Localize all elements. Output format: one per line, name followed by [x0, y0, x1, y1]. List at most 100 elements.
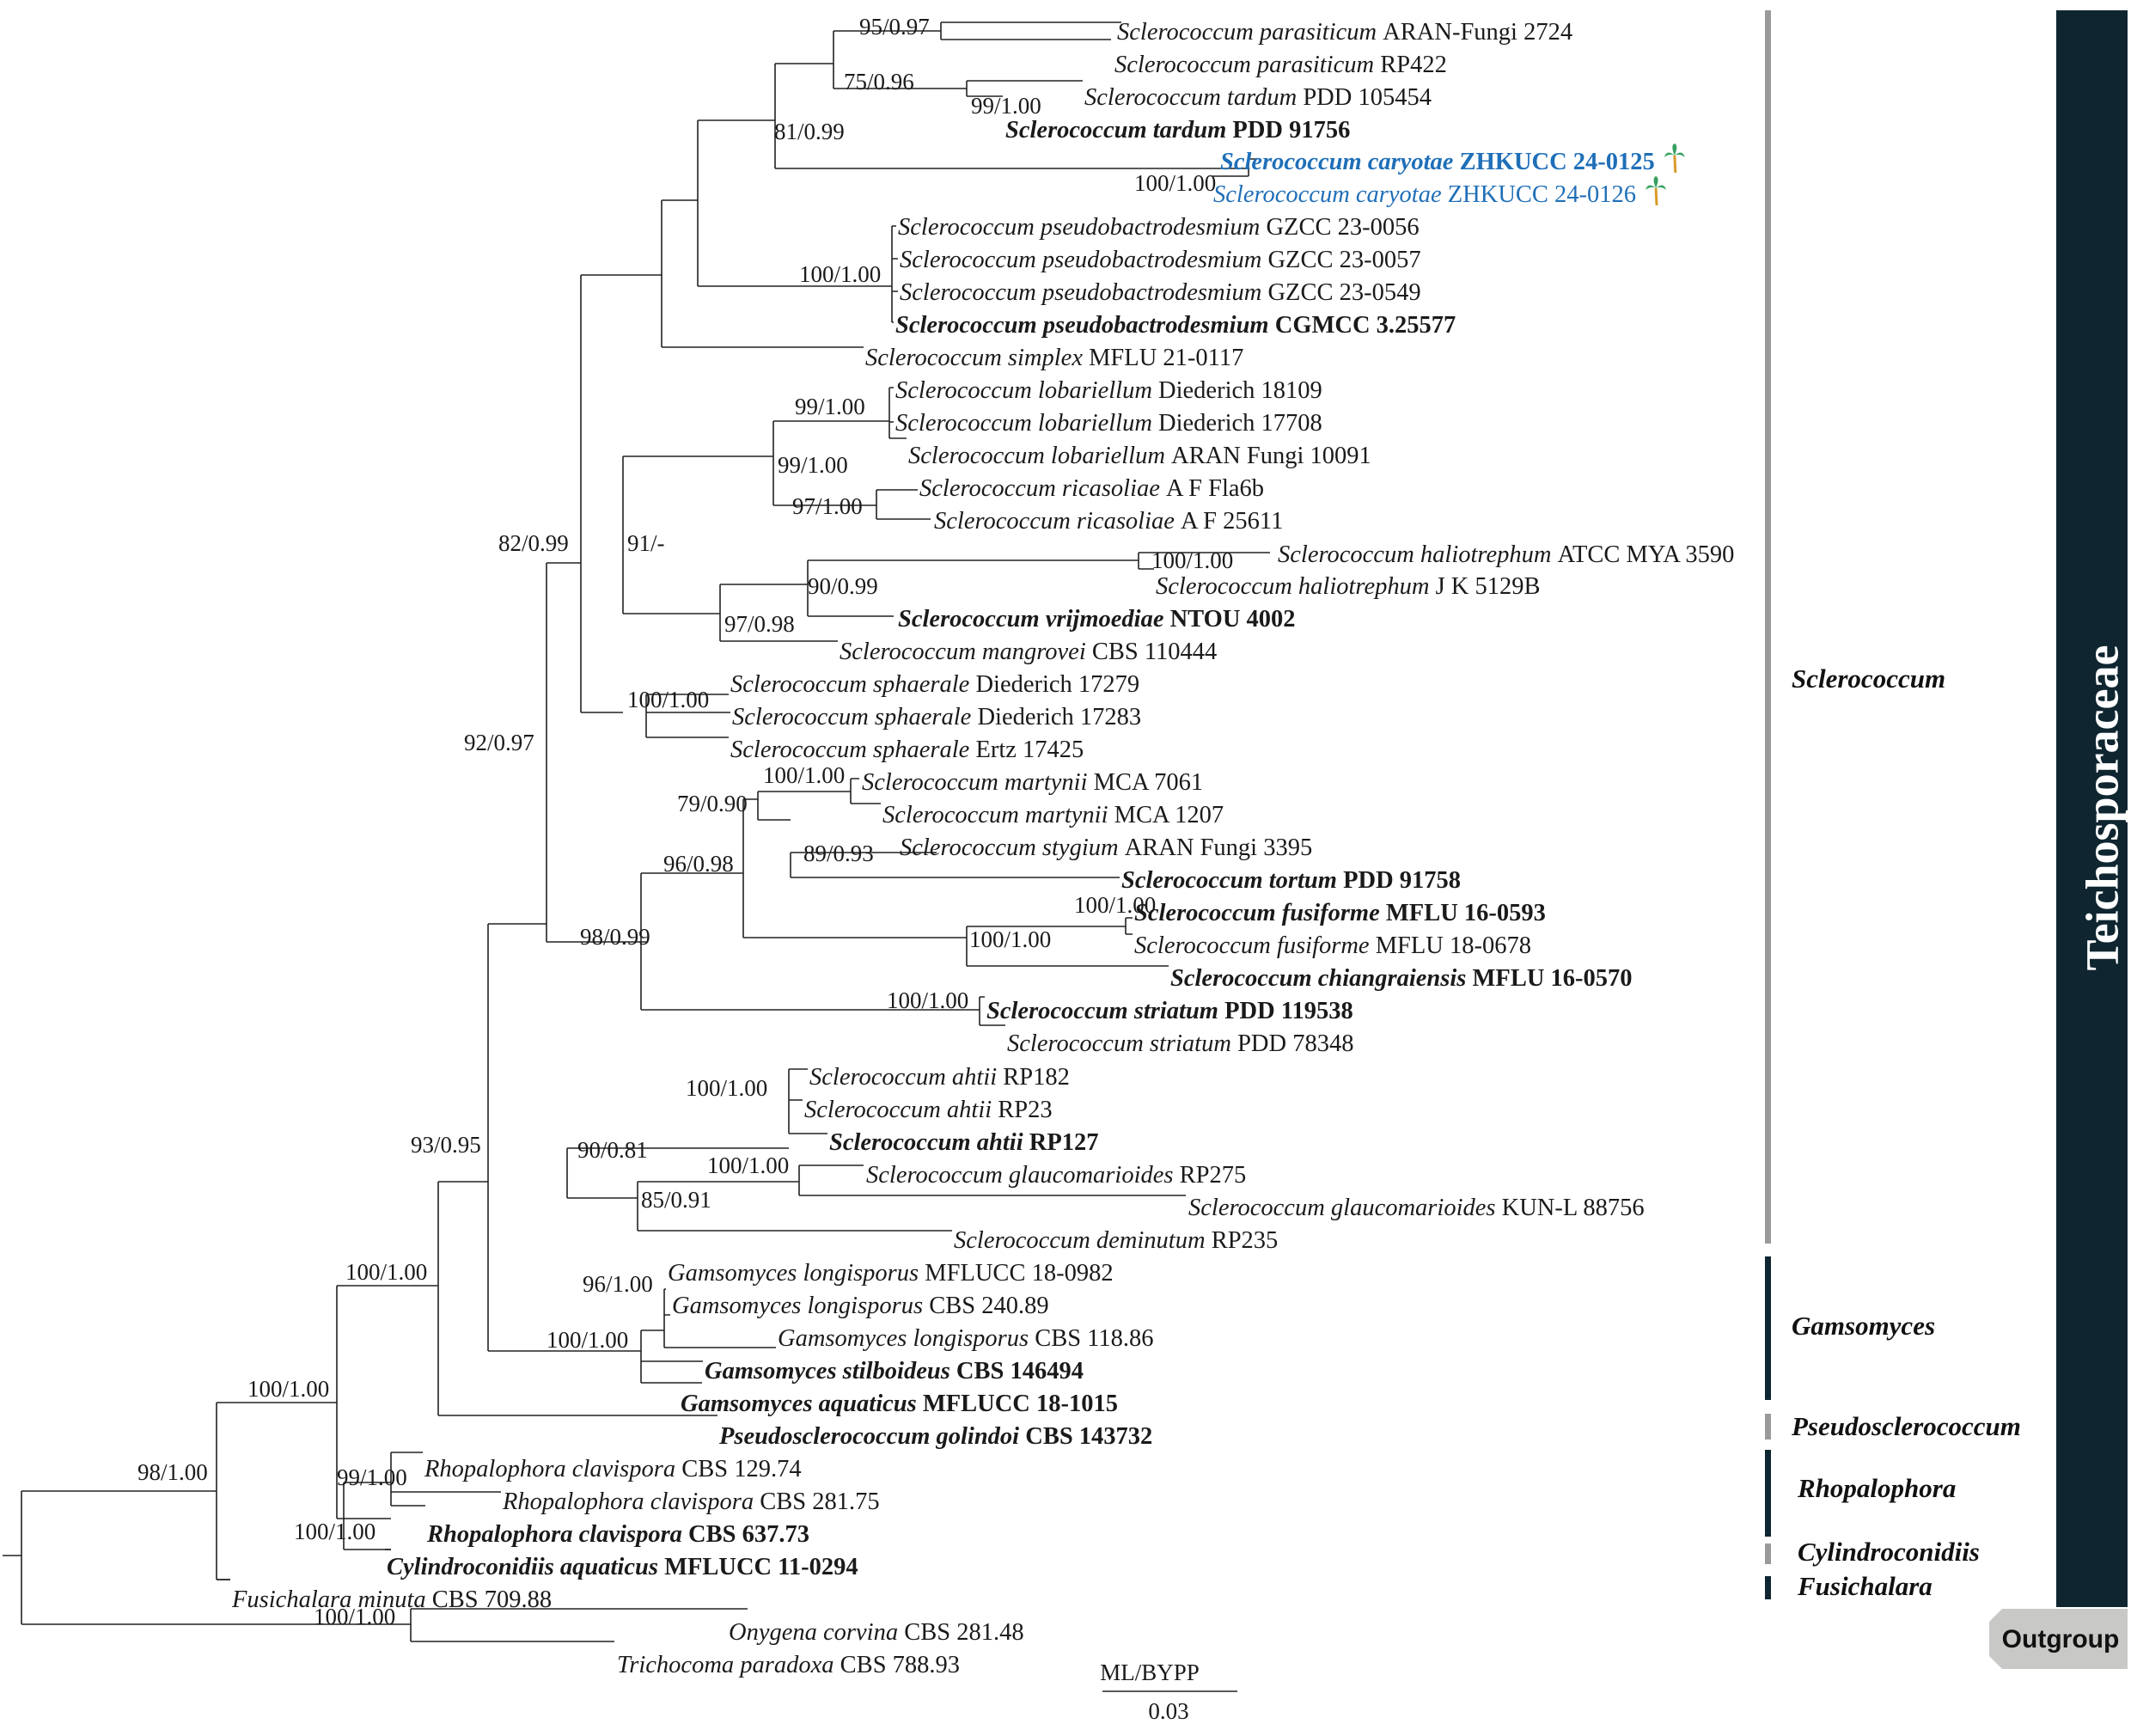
taxon-label: Sclerococcum lobariellum ARAN Fungi 1009…	[908, 443, 1371, 469]
palm-tree-icon	[1664, 144, 1685, 174]
leaf-labels: Sclerococcum parasiticum ARAN-Fungi 2724…	[231, 19, 1734, 1678]
clade-bar-pseudosclerococcum	[1765, 1414, 1771, 1440]
taxon-label: Rhopalophora clavispora CBS 637.73	[426, 1521, 809, 1548]
taxon-label: Sclerococcum tardum PDD 91756	[1005, 117, 1350, 144]
clade-bar-gamsomyces	[1765, 1256, 1771, 1400]
taxon-label: Sclerococcum vrijmoediae NTOU 4002	[898, 606, 1296, 633]
support-value: 82/0.99	[498, 530, 569, 556]
taxon-label: Sclerococcum haliotrephum J K 5129B	[1156, 573, 1541, 600]
strain-id: CBS 281.48	[904, 1619, 1023, 1646]
taxon-name: Sclerococcum stygium	[900, 834, 1125, 861]
taxon-name: Sclerococcum lobariellum	[908, 443, 1171, 469]
taxon-label: Sclerococcum sphaerale Diederich 17279	[730, 671, 1139, 698]
family-bar: Teichosporaceae	[2056, 10, 2128, 1607]
support-value: 100/1.00	[1151, 547, 1233, 573]
taxon-label: Sclerococcum ahtii RP127	[829, 1129, 1098, 1156]
strain-id: ARAN Fungi 3395	[1125, 834, 1313, 861]
taxon-label: Sclerococcum lobariellum Diederich 18109	[895, 377, 1322, 404]
taxon-label: Sclerococcum pseudobactrodesmium GZCC 23…	[898, 214, 1420, 241]
support-value: 99/1.00	[971, 93, 1041, 119]
strain-id: MCA 7061	[1094, 769, 1204, 796]
strain-id: RP23	[998, 1097, 1052, 1123]
taxon-label: Sclerococcum pseudobactrodesmium GZCC 23…	[900, 279, 1421, 306]
taxon-name: Cylindroconidiis aquaticus	[387, 1554, 664, 1580]
support-value: 100/1.00	[247, 1376, 329, 1402]
strain-id: MFLUCC 18-1015	[923, 1391, 1118, 1417]
support-value: 100/1.00	[1134, 170, 1216, 196]
strain-id: MFLU 18-0678	[1376, 932, 1531, 959]
taxon-name: Sclerococcum sphaerale	[732, 704, 977, 730]
clade-bar-rhopalophora	[1765, 1450, 1771, 1537]
support-value: 100/1.00	[686, 1075, 767, 1101]
support-value: 100/1.00	[887, 987, 968, 1013]
clade-bar-fusichalara	[1765, 1576, 1771, 1599]
taxon-name: Sclerococcum vrijmoediae	[898, 606, 1170, 633]
clade-bar-cylindroconidiis	[1765, 1543, 1771, 1564]
taxon-name: Sclerococcum striatum	[986, 998, 1224, 1024]
strain-id: CBS 143732	[1025, 1423, 1152, 1450]
strain-id: PDD 78348	[1237, 1030, 1353, 1057]
strain-id: CBS 110444	[1092, 639, 1217, 665]
taxon-label: Sclerococcum glaucomarioides KUN-L 88756	[1188, 1195, 1645, 1221]
taxon-name: Fusichalara minuta	[231, 1586, 432, 1613]
support-value: 96/1.00	[583, 1271, 653, 1297]
outgroup-box-shape	[1989, 1609, 2128, 1669]
taxon-label: Pseudosclerococcum golindoi CBS 143732	[718, 1423, 1152, 1450]
support-value: 81/0.99	[774, 119, 845, 144]
taxon-name: Sclerococcum ricasoliae	[919, 475, 1166, 502]
strain-id: ARAN-Fungi 2724	[1383, 19, 1572, 46]
taxon-name: Sclerococcum tardum	[1005, 117, 1232, 144]
taxon-label: Rhopalophora clavispora CBS 281.75	[502, 1488, 880, 1515]
taxon-label: Gamsomyces longisporus CBS 240.89	[672, 1293, 1049, 1319]
taxon-label: Sclerococcum caryotae ZHKUCC 24-0125	[1220, 149, 1655, 175]
taxon-label: Sclerococcum deminutum RP235	[954, 1227, 1278, 1254]
strain-id: CBS 146494	[956, 1358, 1084, 1385]
taxon-name: Sclerococcum simplex	[865, 345, 1089, 371]
strain-id: RP182	[1003, 1064, 1070, 1091]
taxon-name: Sclerococcum sphaerale	[730, 671, 975, 698]
strain-id: GZCC 23-0056	[1266, 214, 1419, 241]
taxon-name: Sclerococcum caryotae	[1213, 181, 1448, 208]
strain-id: RP422	[1380, 52, 1447, 78]
support-value: 79/0.90	[677, 791, 748, 816]
support-value: 100/1.00	[294, 1519, 376, 1544]
support-value: 100/1.00	[546, 1327, 628, 1353]
strain-id: CGMCC 3.25577	[1275, 312, 1456, 339]
clade-label-sclerococcum: Sclerococcum	[1792, 663, 1945, 694]
support-value: 100/1.00	[1074, 892, 1156, 918]
taxon-name: Sclerococcum fusiforme	[1134, 900, 1386, 926]
taxon-label: Sclerococcum stygium ARAN Fungi 3395	[900, 834, 1312, 861]
support-value: 85/0.91	[641, 1187, 711, 1213]
taxon-name: Rhopalophora clavispora	[502, 1488, 760, 1515]
taxon-name: Rhopalophora clavispora	[424, 1456, 681, 1482]
taxon-label: Gamsomyces stilboideus CBS 146494	[705, 1358, 1084, 1385]
taxon-label: Sclerococcum pseudobactrodesmium CGMCC 3…	[895, 312, 1456, 339]
taxon-name: Onygena corvina	[729, 1619, 904, 1646]
family-bar-background	[2056, 10, 2128, 1607]
clade-label-fusichalara: Fusichalara	[1797, 1571, 1933, 1601]
strain-id: MFLUCC 11-0294	[664, 1554, 858, 1580]
strain-id: J K 5129B	[1436, 573, 1541, 600]
support-value: 93/0.95	[411, 1132, 481, 1158]
taxon-label: Sclerococcum fusiforme MFLU 16-0593	[1134, 900, 1546, 926]
outgroup-label: Outgroup	[2002, 1625, 2120, 1653]
taxon-label: Sclerococcum mangrovei CBS 110444	[840, 639, 1217, 665]
clade-label-pseudosclerococcum: Pseudosclerococcum	[1791, 1411, 2021, 1441]
strain-id: CBS 129.74	[681, 1456, 801, 1482]
strain-id: ZHKUCC 24-0125	[1460, 149, 1655, 175]
strain-id: PDD 119538	[1224, 998, 1353, 1024]
strain-id: PDD 91756	[1232, 117, 1350, 144]
support-value: 95/0.97	[859, 14, 930, 40]
support-value: 100/1.00	[763, 762, 845, 788]
strain-id: CBS 709.88	[432, 1586, 552, 1613]
taxon-name: Sclerococcum glaucomarioides	[866, 1162, 1180, 1189]
taxon-name: Trichocoma paradoxa	[617, 1652, 840, 1678]
taxon-label: Sclerococcum caryotae ZHKUCC 24-0126	[1213, 181, 1636, 208]
support-value: 90/0.99	[808, 573, 878, 599]
strain-id: CBS 240.89	[929, 1293, 1048, 1319]
taxon-label: Sclerococcum chiangraiensis MFLU 16-0570	[1170, 965, 1633, 992]
taxon-name: Sclerococcum mangrovei	[840, 639, 1092, 665]
taxon-label: Sclerococcum striatum PDD 78348	[1007, 1030, 1353, 1057]
